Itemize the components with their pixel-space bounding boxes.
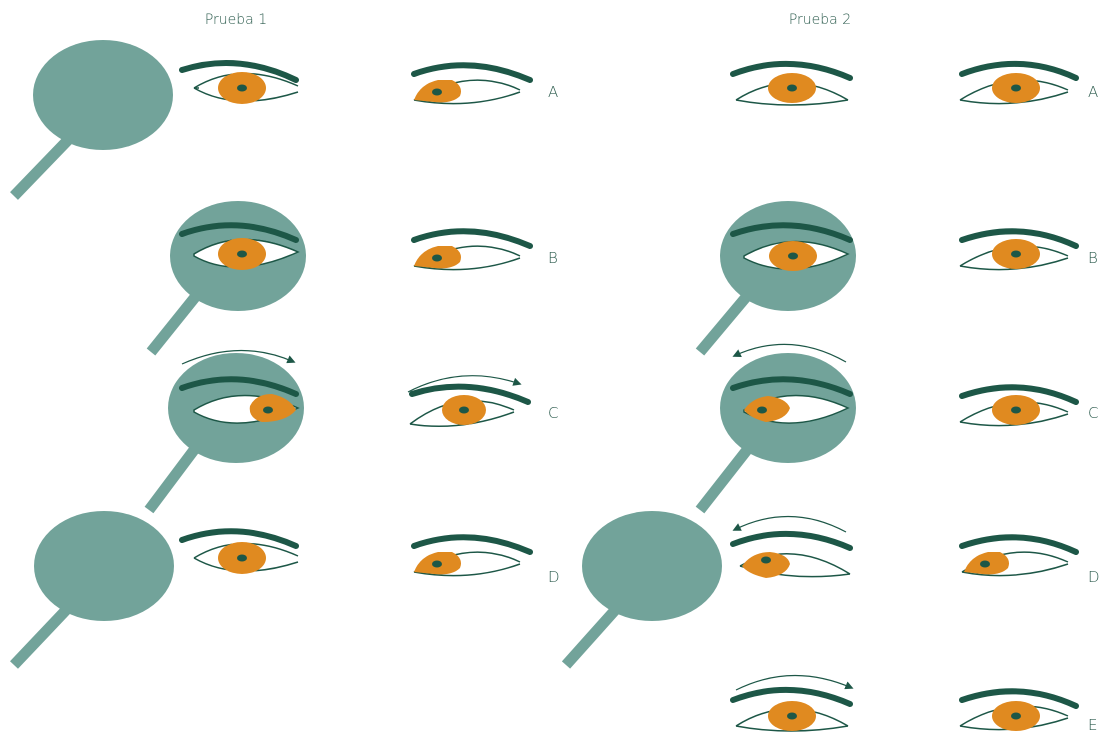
- eye-icon: [733, 690, 850, 731]
- title-test-1: Prueba 1: [205, 12, 267, 28]
- eye-result-icon: [960, 387, 1076, 425]
- test1-row-b: B: [151, 201, 558, 352]
- eye-result-icon: [414, 537, 530, 575]
- row-label-c: C: [548, 404, 558, 422]
- row-label-e: E: [1088, 716, 1097, 734]
- eye-result-icon: [960, 231, 1076, 269]
- title-test-2: Prueba 2: [789, 12, 851, 28]
- row-label-d: D: [548, 568, 560, 586]
- test2-row-e: E: [733, 675, 1097, 734]
- test1-row-a: A: [14, 40, 558, 196]
- test2-row-a: A: [733, 64, 1098, 105]
- row-label-a: A: [1088, 83, 1098, 101]
- eye-result-icon: [414, 231, 530, 269]
- eye-result-icon: [414, 65, 530, 103]
- occluder-icon: [14, 40, 173, 196]
- eye-icon: [182, 63, 298, 104]
- test1-row-d: D: [14, 511, 560, 665]
- eye-result-icon: [960, 64, 1076, 104]
- row-label-c: C: [1088, 404, 1098, 422]
- arrow-left-icon: [734, 516, 846, 532]
- row-label-a: A: [548, 83, 558, 101]
- test2-row-c: C: [700, 344, 1098, 510]
- occluder-icon: [566, 511, 722, 665]
- eye-result-icon: [962, 537, 1076, 575]
- test2-row-b: B: [700, 201, 1098, 352]
- row-label-d: D: [1088, 568, 1100, 586]
- row-label-b: B: [548, 249, 558, 267]
- row-label-b: B: [1088, 249, 1098, 267]
- test1-row-c: C: [149, 350, 558, 510]
- eye-result-icon: [410, 387, 528, 427]
- eye-icon: [733, 534, 850, 578]
- test2-row-d: D: [566, 511, 1100, 665]
- occluder-icon: [14, 511, 174, 665]
- eye-icon: [182, 531, 298, 574]
- eye-result-icon: [960, 691, 1076, 731]
- eye-icon: [733, 64, 850, 105]
